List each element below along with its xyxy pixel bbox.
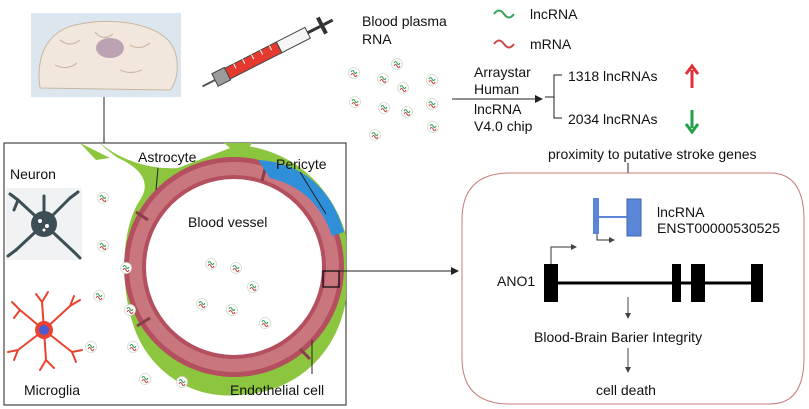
chip-line4: V4.0 chip bbox=[474, 118, 533, 134]
bbb-label: Blood-Brain Barier Integrity bbox=[534, 329, 703, 345]
microglia-label: Microglia bbox=[24, 382, 81, 398]
microglia-icon bbox=[7, 291, 83, 371]
pericyte-label: Pericyte bbox=[276, 156, 327, 172]
neuron-label: Neuron bbox=[10, 166, 56, 182]
mrna-legend-icon bbox=[493, 39, 515, 49]
plasma-label-line1: Blood plasma bbox=[362, 13, 447, 29]
label-pointers bbox=[155, 167, 327, 374]
lncrna-name-line1: lncRNA bbox=[657, 204, 705, 220]
astrocyte-label: Astrocyte bbox=[138, 149, 197, 165]
chip-line2: Human bbox=[474, 81, 520, 97]
lncrna-gene-model bbox=[593, 198, 642, 243]
upregulated-count: 1318 lncRNAs bbox=[568, 68, 658, 84]
zoom-box bbox=[322, 270, 340, 288]
neuron-icon bbox=[6, 188, 82, 260]
lncrna-legend-icon bbox=[493, 9, 515, 19]
legend-mrna-label: mRNA bbox=[530, 36, 572, 52]
legend-lncrna-label: lncRNA bbox=[530, 6, 578, 22]
chip-line1: Arraystar bbox=[474, 64, 531, 80]
proximity-label: proximity to putative stroke genes bbox=[548, 146, 757, 162]
downregulated-count: 2034 lncRNAs bbox=[568, 111, 658, 127]
brain-slice-icon bbox=[31, 13, 181, 97]
syringe-icon bbox=[202, 16, 334, 88]
chip-bracket bbox=[452, 74, 562, 119]
ano1-gene-model bbox=[544, 244, 763, 302]
plasma-label-line2: RNA bbox=[362, 31, 392, 47]
chip-line3: lncRNA bbox=[474, 101, 522, 117]
endothelial-label: Endothelial cell bbox=[230, 382, 325, 398]
mechanism-panel bbox=[461, 172, 805, 405]
blood-vessel-label: Blood vessel bbox=[188, 214, 268, 230]
lncrna-name-line2: ENST00000530525 bbox=[657, 220, 780, 236]
down-arrow-icon bbox=[684, 110, 700, 135]
pericyte-shape bbox=[258, 160, 344, 236]
up-arrow-icon bbox=[684, 63, 700, 88]
cell-death-label: cell death bbox=[596, 382, 656, 398]
ano1-label: ANO1 bbox=[497, 273, 536, 289]
